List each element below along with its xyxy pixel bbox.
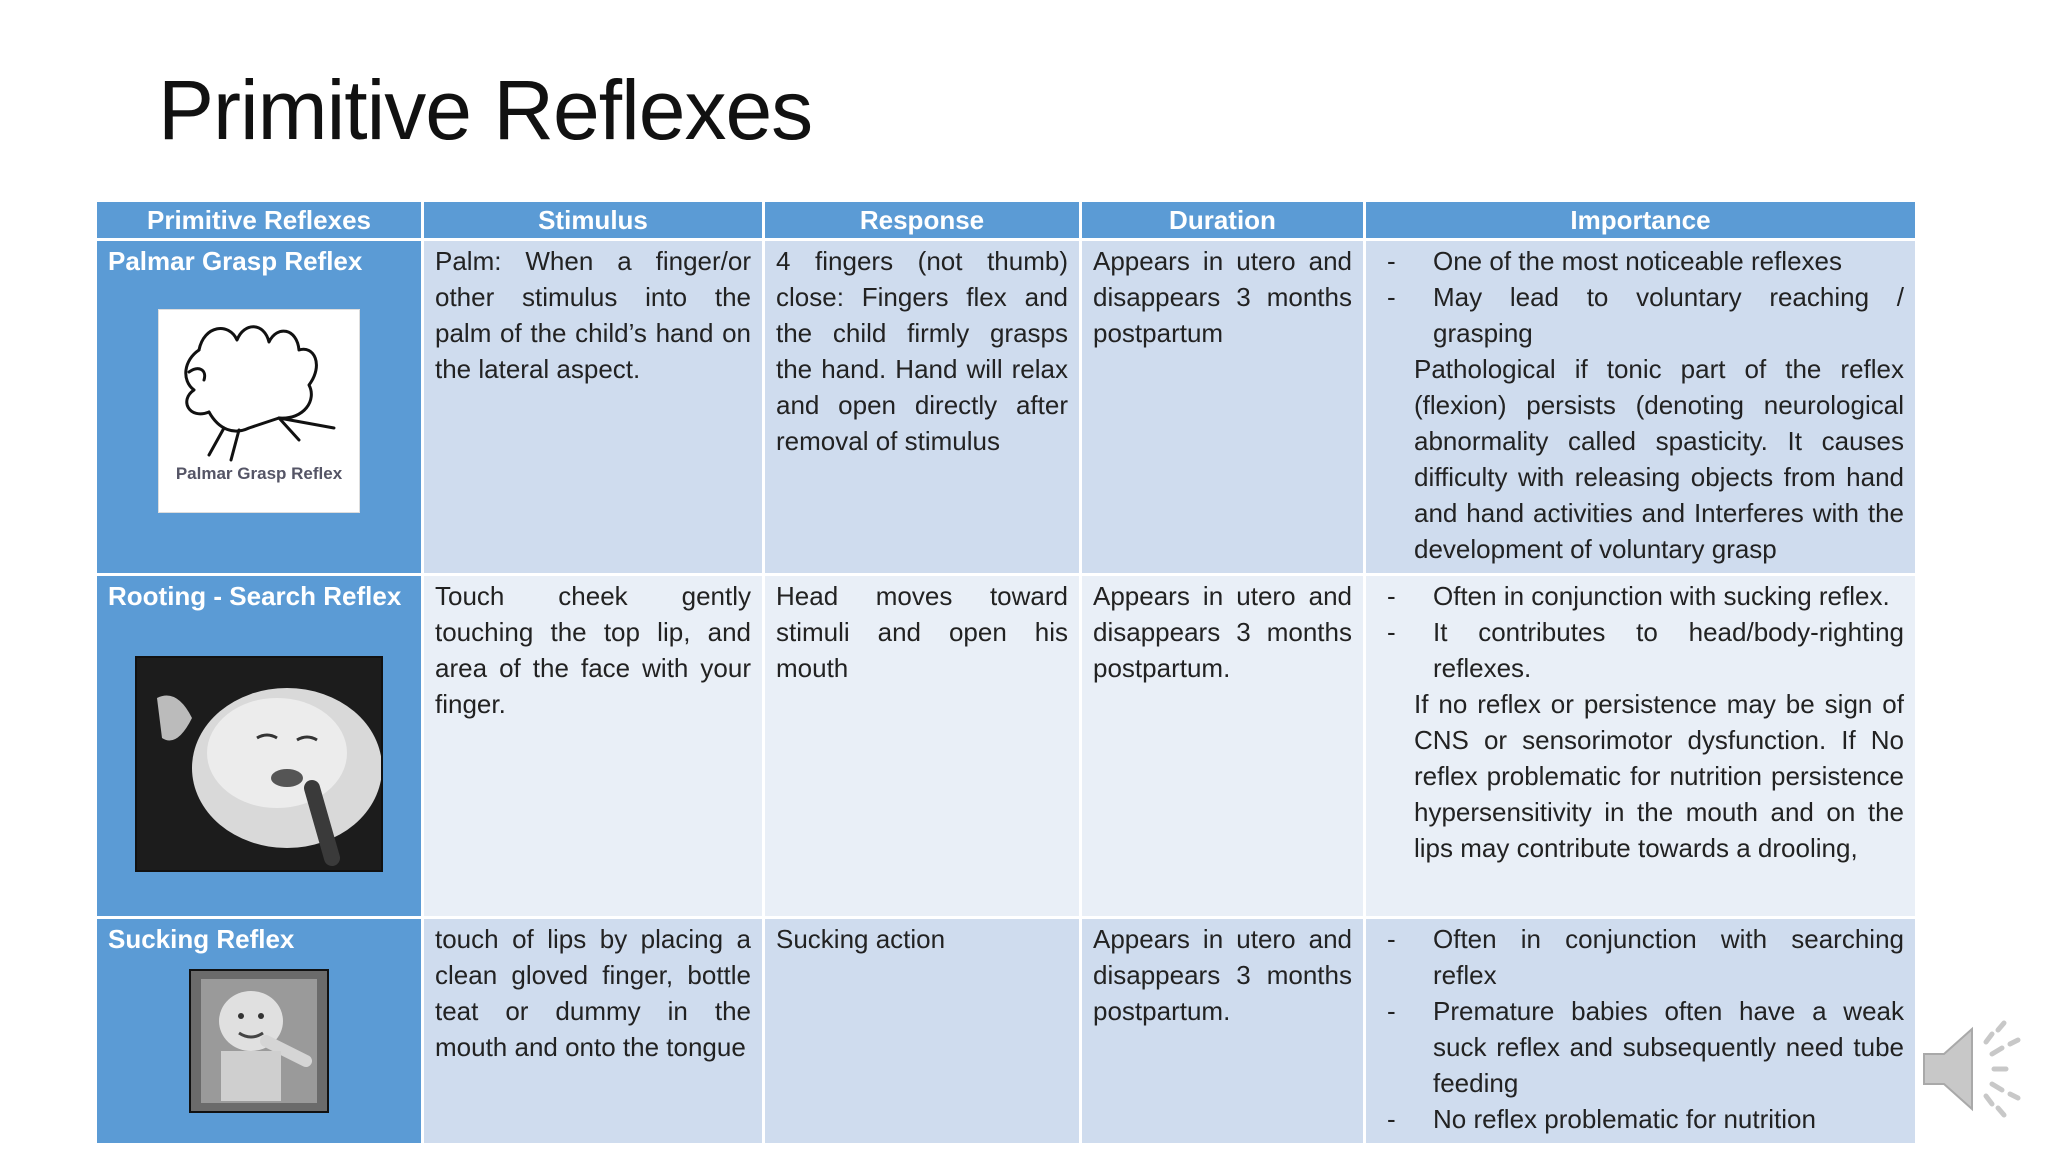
importance-cell: One of the most noticeable reflexes May …	[1363, 238, 1918, 576]
rooting-reflex-photo	[135, 656, 383, 872]
list-item: Often in conjunction with sucking reflex…	[1377, 578, 1904, 614]
table-row: Palmar Grasp Reflex Palmar Grasp Reflex	[94, 238, 1918, 576]
palmar-grasp-image: Palmar Grasp Reflex	[158, 309, 360, 513]
sucking-reflex-photo	[189, 969, 329, 1113]
header-stimulus: Stimulus	[421, 199, 765, 241]
stimulus-cell: touch of lips by placing a clean gloved …	[421, 916, 765, 1146]
importance-list: One of the most noticeable reflexes May …	[1377, 243, 1904, 351]
duration-cell: Appears in utero and disappears 3 months…	[1079, 916, 1366, 1146]
importance-cell: Often in conjunction with sucking reflex…	[1363, 573, 1918, 919]
speaker-icon[interactable]	[1914, 1014, 2024, 1124]
reflex-name: Rooting - Search Reflex	[108, 581, 402, 611]
response-cell: Sucking action	[762, 916, 1082, 1146]
audio-icon	[1923, 1020, 2021, 1118]
list-item: No reflex problematic for nutrition	[1377, 1101, 1904, 1137]
response-cell: Head moves toward stimuli and open his m…	[762, 573, 1082, 919]
list-item: Often in conjunction with searching refl…	[1377, 921, 1904, 993]
reflex-name-cell: Palmar Grasp Reflex Palmar Grasp Reflex	[94, 238, 424, 576]
importance-paragraph: If no reflex or persistence may be sign …	[1414, 689, 1904, 863]
table-row: Sucking Reflex touch of lips by placing …	[94, 916, 1918, 1146]
reflex-name-cell: Sucking Reflex	[94, 916, 424, 1146]
reflex-name: Sucking Reflex	[108, 924, 295, 954]
baby-photo-icon	[137, 658, 382, 870]
table-row: Rooting - Search Reflex Touch cheek gent…	[94, 573, 1918, 919]
slide-title: Primitive Reflexes	[158, 63, 813, 157]
list-item: It contributes to head/body-righting ref…	[1377, 614, 1904, 686]
list-item: One of the most noticeable reflexes	[1377, 243, 1904, 279]
list-item: Premature babies often have a weak suck …	[1377, 993, 1904, 1101]
importance-list: Often in conjunction with sucking reflex…	[1377, 578, 1904, 686]
importance-list: Often in conjunction with searching refl…	[1377, 921, 1904, 1137]
stimulus-cell: Touch cheek gently touching the top lip,…	[421, 573, 765, 919]
hand-grasp-icon	[184, 325, 336, 462]
reflex-name: Palmar Grasp Reflex	[108, 246, 363, 276]
list-item: May lead to voluntary reaching / graspin…	[1377, 279, 1904, 351]
table-header-row: Primitive Reflexes Stimulus Response Dur…	[94, 199, 1918, 241]
header-reflex: Primitive Reflexes	[94, 199, 424, 241]
stimulus-cell: Palm: When a finger/or other stimulus in…	[421, 238, 765, 576]
header-importance: Importance	[1363, 199, 1918, 241]
duration-cell: Appears in utero and disappears 3 months…	[1079, 238, 1366, 576]
header-duration: Duration	[1079, 199, 1366, 241]
response-cell: 4 fingers (not thumb) close: Fingers fle…	[762, 238, 1082, 576]
image-caption: Palmar Grasp Reflex	[175, 464, 343, 483]
duration-cell: Appears in utero and disappears 3 months…	[1079, 573, 1366, 919]
importance-cell: Often in conjunction with searching refl…	[1363, 916, 1918, 1146]
header-response: Response	[762, 199, 1082, 241]
importance-paragraph: Pathological if tonic part of the reflex…	[1414, 354, 1904, 564]
reflex-table: Primitive Reflexes Stimulus Response Dur…	[94, 199, 1918, 1146]
baby-photo-icon	[191, 971, 327, 1111]
reflex-name-cell: Rooting - Search Reflex	[94, 573, 424, 919]
